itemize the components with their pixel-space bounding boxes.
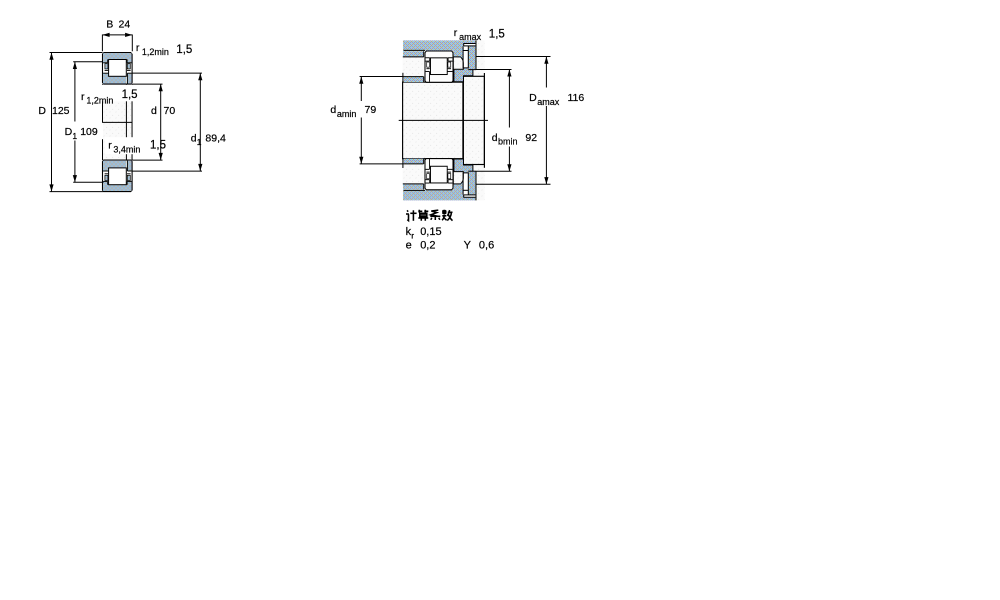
- svg-text:r: r: [411, 230, 414, 240]
- svg-text:116: 116: [568, 92, 585, 104]
- svg-text:k: k: [406, 226, 412, 238]
- svg-text:92: 92: [525, 132, 537, 144]
- svg-text:d: d: [191, 132, 197, 144]
- svg-text:1,5: 1,5: [489, 29, 505, 41]
- svg-text:r: r: [81, 91, 85, 103]
- svg-text:r: r: [136, 42, 140, 54]
- svg-text:1: 1: [72, 131, 77, 141]
- svg-text:D: D: [529, 92, 537, 104]
- svg-text:1,5: 1,5: [122, 89, 138, 101]
- svg-text:109: 109: [80, 126, 98, 138]
- svg-text:1,2min: 1,2min: [142, 47, 169, 57]
- svg-text:D: D: [65, 126, 73, 138]
- svg-text:1,5: 1,5: [150, 140, 166, 152]
- svg-text:0,6: 0,6: [479, 240, 494, 252]
- svg-text:70: 70: [164, 105, 176, 117]
- svg-text:bmin: bmin: [498, 137, 518, 147]
- svg-text:125: 125: [52, 105, 70, 117]
- svg-text:e: e: [406, 240, 412, 252]
- svg-text:amax: amax: [537, 97, 560, 107]
- svg-text:r: r: [108, 139, 112, 151]
- svg-text:amax: amax: [459, 32, 482, 42]
- svg-text:89,4: 89,4: [205, 132, 226, 144]
- svg-text:1,2min: 1,2min: [86, 96, 113, 106]
- svg-text:24: 24: [119, 18, 131, 30]
- svg-text:d: d: [330, 104, 336, 116]
- svg-text:d: d: [492, 132, 498, 144]
- svg-text:D: D: [38, 105, 46, 117]
- svg-text:1: 1: [197, 137, 202, 147]
- svg-text:0,2: 0,2: [420, 240, 435, 252]
- svg-text:amin: amin: [337, 109, 357, 119]
- svg-text:79: 79: [365, 104, 377, 116]
- svg-text:1,5: 1,5: [176, 44, 192, 56]
- svg-text:r: r: [454, 27, 458, 39]
- svg-text:3,4min: 3,4min: [113, 145, 140, 155]
- svg-text:Y: Y: [464, 240, 472, 252]
- svg-text:d: d: [151, 105, 157, 117]
- svg-text:B: B: [106, 18, 113, 30]
- svg-text:0,15: 0,15: [420, 226, 441, 238]
